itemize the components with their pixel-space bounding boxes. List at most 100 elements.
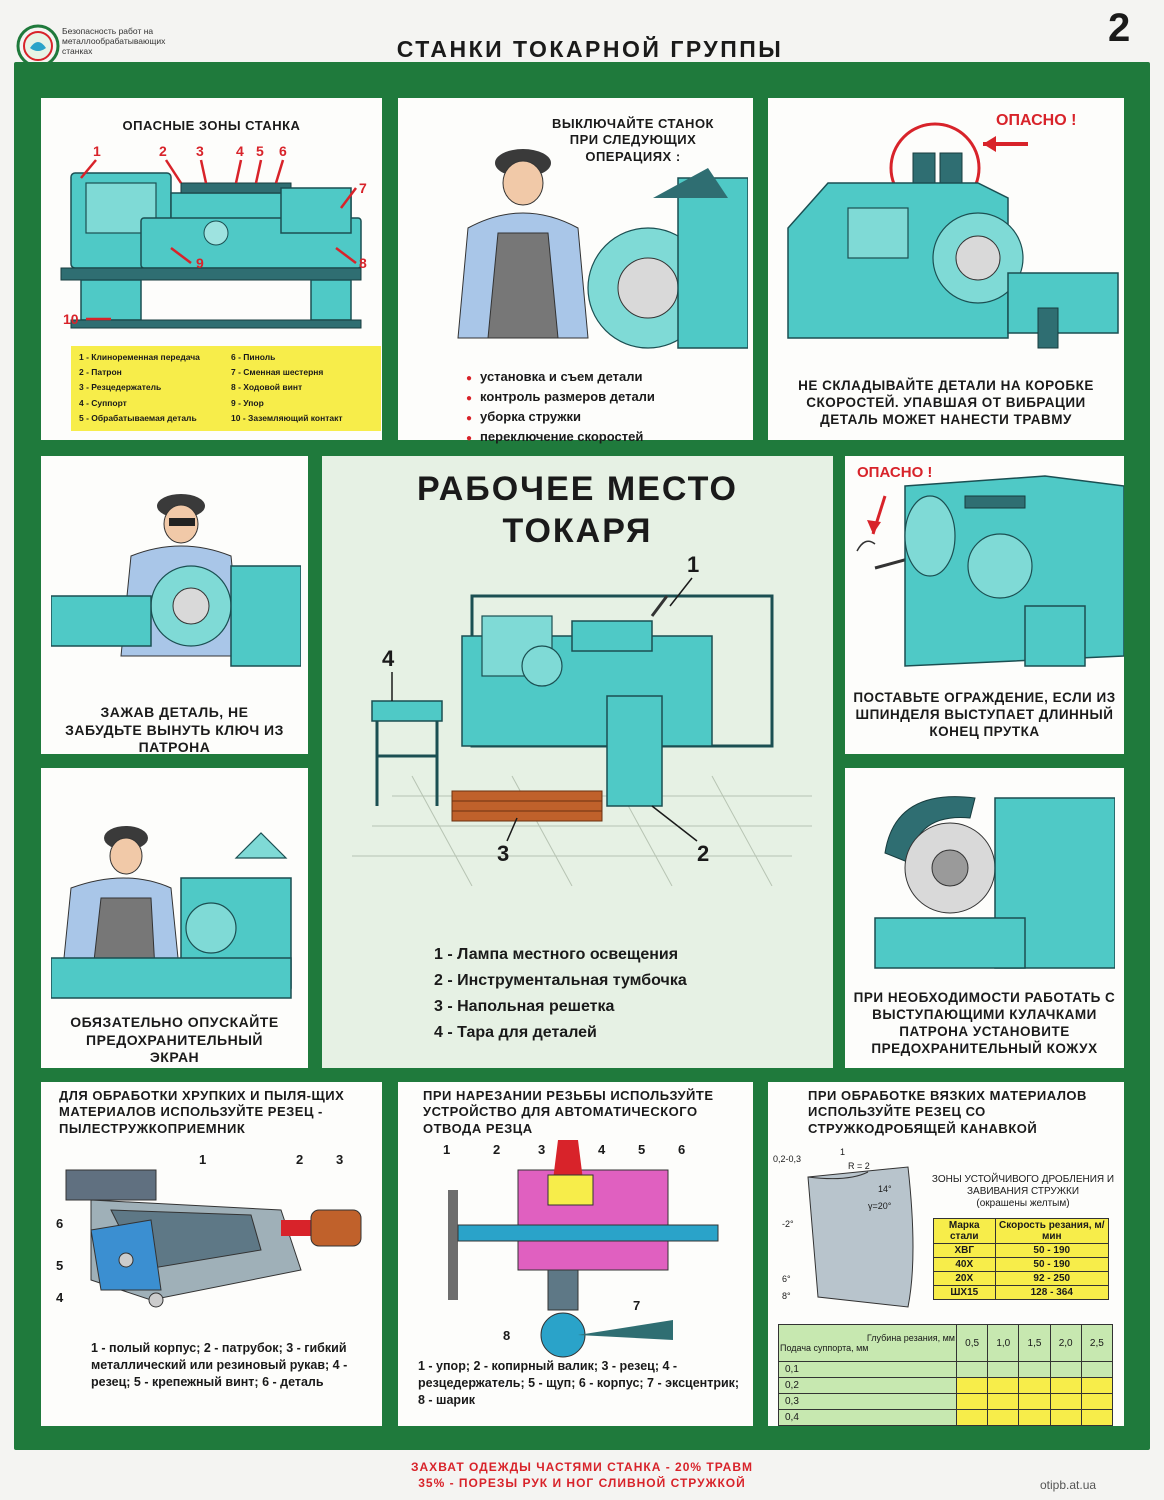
operation-item: уборка стружки bbox=[466, 408, 746, 428]
zone-marker-9: 9 bbox=[196, 255, 204, 271]
depth-value: 2,0 bbox=[1049, 1324, 1082, 1362]
cutter-marker-1: 1 bbox=[199, 1152, 206, 1167]
zone-marker-6: 6 bbox=[279, 143, 287, 159]
logo-text: Безопасность работ на металлообрабатываю… bbox=[62, 26, 166, 56]
device-markers: 1 2 3 4 5 6 7 8 bbox=[443, 1142, 685, 1343]
workplace-marker-4: 4 bbox=[382, 646, 395, 671]
gearbox-illustration bbox=[787, 122, 1119, 349]
panel-gearbox: ОПАСНО ! НЕ СКЛАДЫВАЙТЕ ДЕТАЛИ НА КОРОБК… bbox=[768, 98, 1124, 440]
panel-title: ПРИ ОБРАБОТКЕ ВЯЗКИХ МАТЕРИАЛОВ ИСПОЛЬЗУ… bbox=[808, 1088, 1087, 1136]
zone-marker-1: 1 bbox=[93, 143, 101, 159]
angle-label: 14° bbox=[878, 1184, 892, 1194]
cutting-speed: 50 - 190 bbox=[994, 1243, 1110, 1258]
zone-marker-7: 7 bbox=[359, 180, 367, 196]
zone-marker-10: 10 bbox=[63, 311, 79, 327]
legend-item: 10 - Заземляющий контакт bbox=[231, 412, 343, 423]
panel-danger-zones: ОПАСНЫЕ ЗОНЫ СТАНКА 1 2 3 4 5 6 7 8 9 10 bbox=[41, 98, 382, 440]
legend-item: 6 - Пиноль bbox=[231, 352, 276, 362]
panel-title: ПРИ НАРЕЗАНИИ РЕЗЬБЫ ИСПОЛЬЗУЙТЕ УСТРОЙС… bbox=[423, 1088, 714, 1136]
angle-label: 6° bbox=[782, 1274, 791, 1284]
thread-cutting-device-illustration: 1 2 3 4 5 6 7 8 bbox=[443, 1140, 719, 1358]
legend-item: 9 - Упор bbox=[231, 397, 264, 408]
panel-caption: ОБЯЗАТЕЛЬНО ОПУСКАЙТЕ ПРЕДОХРАНИТЕЛЬНЫЙ … bbox=[70, 1014, 279, 1065]
device-marker-2: 2 bbox=[493, 1142, 500, 1157]
steel-grade: ХВГ bbox=[933, 1243, 996, 1258]
zone-marker-2: 2 bbox=[159, 143, 167, 159]
zone-marker-3: 3 bbox=[196, 143, 204, 159]
panel-caption: ЗАЖАВ ДЕТАЛЬ, НЕ ЗАБУДЬТЕ ВЫНУТЬ КЛЮЧ ИЗ… bbox=[65, 704, 284, 755]
cutting-speed: 50 - 190 bbox=[994, 1257, 1110, 1272]
operation-item: установка и съем детали bbox=[466, 368, 746, 388]
cutter-marker-4: 4 bbox=[56, 1290, 64, 1305]
angle-label: -2° bbox=[782, 1219, 794, 1229]
legend-item: 2 - Патрон bbox=[79, 367, 122, 378]
panel-title: ДЛЯ ОБРАБОТКИ ХРУПКИХ И ПЫЛЯ-ЩИХ МАТЕРИА… bbox=[59, 1088, 345, 1136]
workplace-marker-3: 3 bbox=[497, 841, 509, 866]
panel-caption: НЕ СКЛАДЫВАЙТЕ ДЕТАЛИ НА КОРОБКЕ СКОРОСТ… bbox=[798, 378, 1094, 427]
panel-viscous: ПРИ ОБРАБОТКЕ ВЯЗКИХ МАТЕРИАЛОВ ИСПОЛЬЗУ… bbox=[768, 1082, 1124, 1426]
angle-label: γ=20° bbox=[868, 1201, 892, 1211]
feed-value: 0,3 bbox=[778, 1393, 957, 1410]
angle-label: R = 2 bbox=[848, 1161, 870, 1171]
legend-item: 8 - Ходовой винт bbox=[231, 382, 303, 393]
panel-brittle: ДЛЯ ОБРАБОТКИ ХРУПКИХ И ПЫЛЯ-ЩИХ МАТЕРИА… bbox=[41, 1082, 382, 1426]
cutter-marker-3: 3 bbox=[336, 1152, 343, 1167]
lathe-danger-zones-illustration: 1 2 3 4 5 6 7 8 9 10 bbox=[60, 143, 367, 329]
workplace-marker-1: 1 bbox=[687, 556, 699, 577]
feed-value: 0,1 bbox=[778, 1361, 957, 1378]
workplace-legend-item: 1 - Лампа местного освещения bbox=[434, 946, 679, 963]
footer-warning-2: 35% - ПОРЕЗЫ РУК И НОГ СЛИВНОЙ СТРУЖКОЙ bbox=[418, 1476, 746, 1490]
workplace-marker-2: 2 bbox=[697, 841, 709, 866]
device-marker-1: 1 bbox=[443, 1142, 450, 1157]
feed-value: 0,2 bbox=[778, 1377, 957, 1394]
operation-item: контроль размеров детали bbox=[466, 388, 746, 408]
depth-value: 1,5 bbox=[1018, 1324, 1051, 1362]
angle-label: 0,2-0,3 bbox=[773, 1154, 801, 1164]
danger-zone-markers: 1 2 3 4 5 6 7 8 9 10 bbox=[63, 143, 367, 327]
device-marker-6: 6 bbox=[678, 1142, 685, 1157]
cutter-marker-2: 2 bbox=[296, 1152, 303, 1167]
speed-col-header: Скорость резания, м/мин bbox=[994, 1218, 1110, 1244]
legend-item: 1 - Клиноременная передача bbox=[79, 352, 200, 362]
workplace-title-line2: ТОКАРЯ bbox=[502, 512, 653, 550]
legend-item: 7 - Сменная шестерня bbox=[231, 367, 324, 378]
workplace-markers: 1 2 3 4 bbox=[382, 556, 709, 866]
legend-item: 3 - Резцедержатель bbox=[79, 382, 162, 393]
brittle-legend: 1 - полый корпус; 2 - патрубок; 3 - гибк… bbox=[91, 1341, 348, 1389]
zone-marker-5: 5 bbox=[256, 143, 264, 159]
angle-labels: 0,2-0,3 1 R = 2 14° γ=20° -2° 6° 8° bbox=[773, 1147, 892, 1301]
zones-note: (окрашены желтым) bbox=[976, 1198, 1070, 1209]
danger-label: ОПАСНО ! bbox=[857, 464, 933, 481]
spindle-guard-illustration bbox=[856, 475, 1124, 667]
panel-cover: ПРИ НЕОБХОДИМОСТИ РАБОТАТЬ С ВЫСТУПАЮЩИМ… bbox=[845, 768, 1124, 1068]
device-marker-3: 3 bbox=[538, 1142, 545, 1157]
thread-legend: 1 - упор; 2 - копирный валик; 3 - резец;… bbox=[418, 1359, 740, 1407]
chipbreaker-cutter-illustration: 0,2-0,3 1 R = 2 14° γ=20° -2° 6° 8° bbox=[773, 1147, 914, 1308]
steel-grade: 20Х bbox=[933, 1271, 996, 1286]
depth-value: 2,5 bbox=[1080, 1324, 1114, 1362]
footer-warning-1: ЗАХВАТ ОДЕЖДЫ ЧАСТЯМИ СТАНКА - 20% ТРАВМ bbox=[411, 1460, 753, 1474]
danger-label: ОПАСНО ! bbox=[996, 112, 1077, 129]
workplace-illustration: 1 2 3 4 bbox=[352, 556, 812, 886]
panel-caption: ПОСТАВЬТЕ ОГРАЖДЕНИЕ, ЕСЛИ ИЗ ШПИНДЕЛЯ В… bbox=[853, 690, 1116, 739]
panel-workplace: РАБОЧЕЕ МЕСТО ТОКАРЯ 1 2 3 4 1 - Лампа м… bbox=[322, 456, 833, 1068]
cutting-speed: 92 - 250 bbox=[994, 1271, 1110, 1286]
cutting-speed: 128 - 364 bbox=[994, 1285, 1110, 1300]
zone-marker-4: 4 bbox=[236, 143, 244, 159]
zone-marker-8: 8 bbox=[359, 255, 367, 271]
device-marker-4: 4 bbox=[598, 1142, 606, 1157]
legend-item: 5 - Обрабатываемая деталь bbox=[79, 412, 197, 423]
depth-value: 0,5 bbox=[955, 1324, 989, 1362]
panel-screen: ОБЯЗАТЕЛЬНО ОПУСКАЙТЕ ПРЕДОХРАНИТЕЛЬНЫЙ … bbox=[41, 768, 308, 1068]
device-marker-8: 8 bbox=[503, 1328, 510, 1343]
protective-screen-illustration bbox=[51, 826, 292, 999]
angle-label: 1 bbox=[840, 1147, 845, 1157]
danger-zones-legend: 1 - Клиноременная передача 6 - Пиноль 2 … bbox=[71, 346, 381, 431]
workplace-legend-item: 2 - Инструментальная тумбочка bbox=[434, 972, 687, 989]
workplace-legend-item: 4 - Тара для деталей bbox=[434, 1024, 597, 1041]
panel-switch-off: ВЫКЛЮЧАЙТЕ СТАНОК ПРИ СЛЕДУЮЩИХ ОПЕРАЦИЯ… bbox=[398, 98, 753, 444]
cutter-markers: 1 2 3 4 5 6 bbox=[56, 1152, 343, 1305]
worker-at-chuck-illustration bbox=[457, 149, 748, 349]
panel-thread: ПРИ НАРЕЗАНИИ РЕЗЬБЫ ИСПОЛЬЗУЙТЕ УСТРОЙС… bbox=[398, 1082, 753, 1426]
